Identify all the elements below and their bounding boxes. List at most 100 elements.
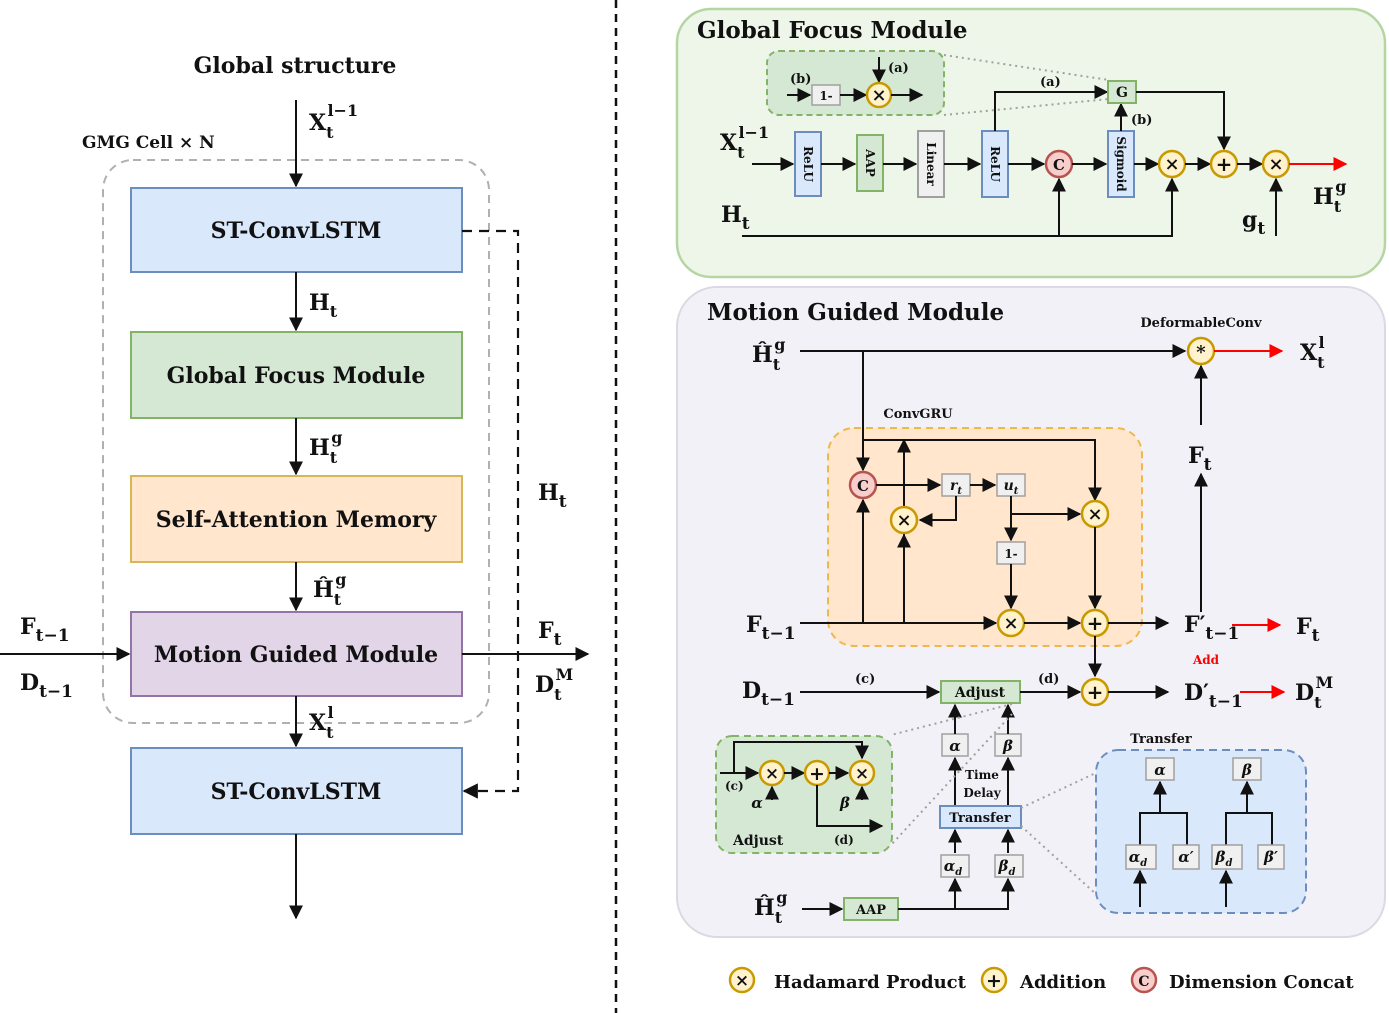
mgm-c-label: (c)	[855, 672, 875, 687]
global-focus-block	[130, 331, 463, 419]
svg-text:ReLU: ReLU	[988, 146, 1002, 182]
svg-text:1-: 1-	[1004, 547, 1017, 561]
legend-hadamard-label: Hadamard Product	[774, 972, 967, 993]
svg-text:×: ×	[1003, 613, 1018, 634]
gfm-x-input-label: Xtl−1	[720, 123, 769, 162]
svg-text:×: ×	[1087, 504, 1102, 525]
svg-text:C: C	[1138, 974, 1149, 990]
gfm-g-input-label: gt	[1242, 207, 1265, 239]
add-label: Add	[1192, 653, 1220, 667]
time-delay-label-1: Time	[965, 768, 999, 782]
gfm-output-label: Htg	[1313, 177, 1346, 216]
svg-text:+: +	[1216, 152, 1233, 176]
st-convlstm-bottom-label: ST-ConvLSTM	[211, 779, 382, 805]
svg-text:β: β	[839, 794, 850, 812]
svg-text:AAP: AAP	[863, 148, 877, 177]
svg-text:C: C	[857, 477, 869, 495]
svg-text:+: +	[1087, 680, 1104, 704]
svg-text:β′: β′	[1263, 848, 1278, 866]
svg-text:(d): (d)	[834, 833, 854, 847]
motion-guided-label: Motion Guided Module	[154, 642, 438, 668]
svg-text:Adjust: Adjust	[954, 685, 1006, 701]
legend-hadamard-icon	[728, 966, 756, 994]
adjust-inset	[715, 735, 893, 854]
mgm-dtm-out-label: DtM	[1295, 673, 1333, 712]
gfm-b-label: (b)	[1131, 113, 1152, 128]
legend-concat-label: Dimension Concat	[1169, 972, 1354, 993]
htg-label: Htg	[309, 428, 342, 467]
svg-text:α: α	[949, 737, 961, 755]
gmg-cell-frame	[102, 159, 490, 724]
svg-text:G: G	[1116, 85, 1128, 101]
gfm-relu1-block	[794, 131, 822, 197]
gfm-inset-b-label: (b)	[790, 72, 811, 87]
st-convlstm-top-label: ST-ConvLSTM	[211, 218, 382, 244]
svg-text:+: +	[986, 970, 1002, 992]
svg-text:×: ×	[735, 971, 749, 991]
input-x-label: Xtl−1	[309, 101, 358, 142]
mgm-hhat-input2-label: Ĥtg	[754, 888, 787, 927]
svg-text:α: α	[1154, 761, 1166, 779]
global-focus-module-panel: Global Focus Module (b) 1- (a) × Xtl−1 R…	[675, 7, 1387, 279]
transfer-inset	[1095, 749, 1307, 914]
ht-skip-dashed-path	[462, 229, 520, 799]
mgm-x-output-label: Xtl	[1300, 333, 1325, 372]
mgm-f-prev-label: Ft−1	[746, 612, 796, 644]
alpha-d-box	[940, 854, 970, 878]
convgru-label: ConvGRU	[883, 407, 953, 422]
svg-text:Sigmoid: Sigmoid	[1114, 136, 1128, 192]
mgm-ft-label: Ft	[1188, 443, 1212, 475]
svg-text:C: C	[1053, 156, 1065, 174]
adjust-hadamard-beta	[848, 759, 876, 787]
global-structure-title: Global structure	[194, 53, 397, 79]
mgm-ft-out-label: Ft	[1296, 614, 1320, 646]
ht-label: Ht	[309, 290, 338, 321]
transfer-inset-title: Transfer	[1130, 732, 1192, 747]
global-focus-label: Global Focus Module	[167, 363, 426, 389]
dtm-out-label: DtM	[535, 665, 573, 704]
update-gate-label: ut	[1004, 478, 1019, 497]
legend-addition-label: Addition	[1019, 972, 1106, 993]
gfm-inset-a-label: (a)	[888, 61, 909, 76]
gfm-sigmoid-block	[1107, 130, 1135, 198]
svg-text:αd: αd	[1129, 848, 1148, 869]
adjust-inset-title: Adjust	[732, 833, 784, 849]
f-prev-label: Ft−1	[20, 614, 70, 646]
d-prime-label: D′t−1	[1184, 680, 1243, 712]
mgm-d-label: (d)	[1038, 672, 1059, 687]
svg-text:×: ×	[871, 85, 886, 106]
gfm-inset-one-minus-label: 1-	[819, 89, 832, 103]
xtl-label: Xtl	[309, 703, 334, 742]
mgm-hhat-input-label: Ĥtg	[752, 335, 785, 374]
gfm-linear-block	[917, 130, 945, 198]
d-prev-label: Dt−1	[20, 670, 73, 702]
legend: × Hadamard Product + Addition C Dimensio…	[728, 966, 1354, 994]
gmg-cell-label: GMG Cell × N	[82, 133, 215, 153]
beta-d-box	[994, 854, 1024, 878]
svg-text:β: β	[1002, 737, 1013, 755]
svg-text:βd: βd	[1215, 848, 1233, 869]
svg-text:+: +	[809, 763, 825, 785]
svg-text:×: ×	[896, 510, 911, 531]
ht-side-label: Ht	[538, 480, 567, 512]
svg-text:αd: αd	[944, 857, 963, 878]
f-prime-label: F′t−1	[1184, 612, 1239, 644]
legend-addition-icon	[980, 966, 1008, 994]
svg-text:(c): (c)	[725, 779, 744, 793]
svg-text:α: α	[751, 794, 763, 812]
deformable-conv-label: DeformableConv	[1140, 316, 1262, 331]
self-attention-label: Self-Attention Memory	[156, 507, 438, 533]
svg-text:Transfer: Transfer	[949, 811, 1011, 826]
svg-text:×: ×	[1268, 154, 1283, 175]
svg-text:AAP: AAP	[855, 903, 886, 918]
svg-text:β: β	[1241, 761, 1252, 779]
legend-concat-icon	[1130, 966, 1158, 994]
svg-text:×: ×	[855, 764, 869, 784]
gfm-h-input-label: Ht	[721, 202, 750, 234]
svg-text:ReLU: ReLU	[801, 146, 815, 182]
self-attention-block	[130, 475, 463, 563]
hhatg-label: Ĥtg	[313, 570, 346, 609]
global-structure-panel: Global structure GMG Cell × N Xtl−1 ST-C…	[0, 53, 590, 920]
svg-text:Linear: Linear	[924, 142, 938, 186]
